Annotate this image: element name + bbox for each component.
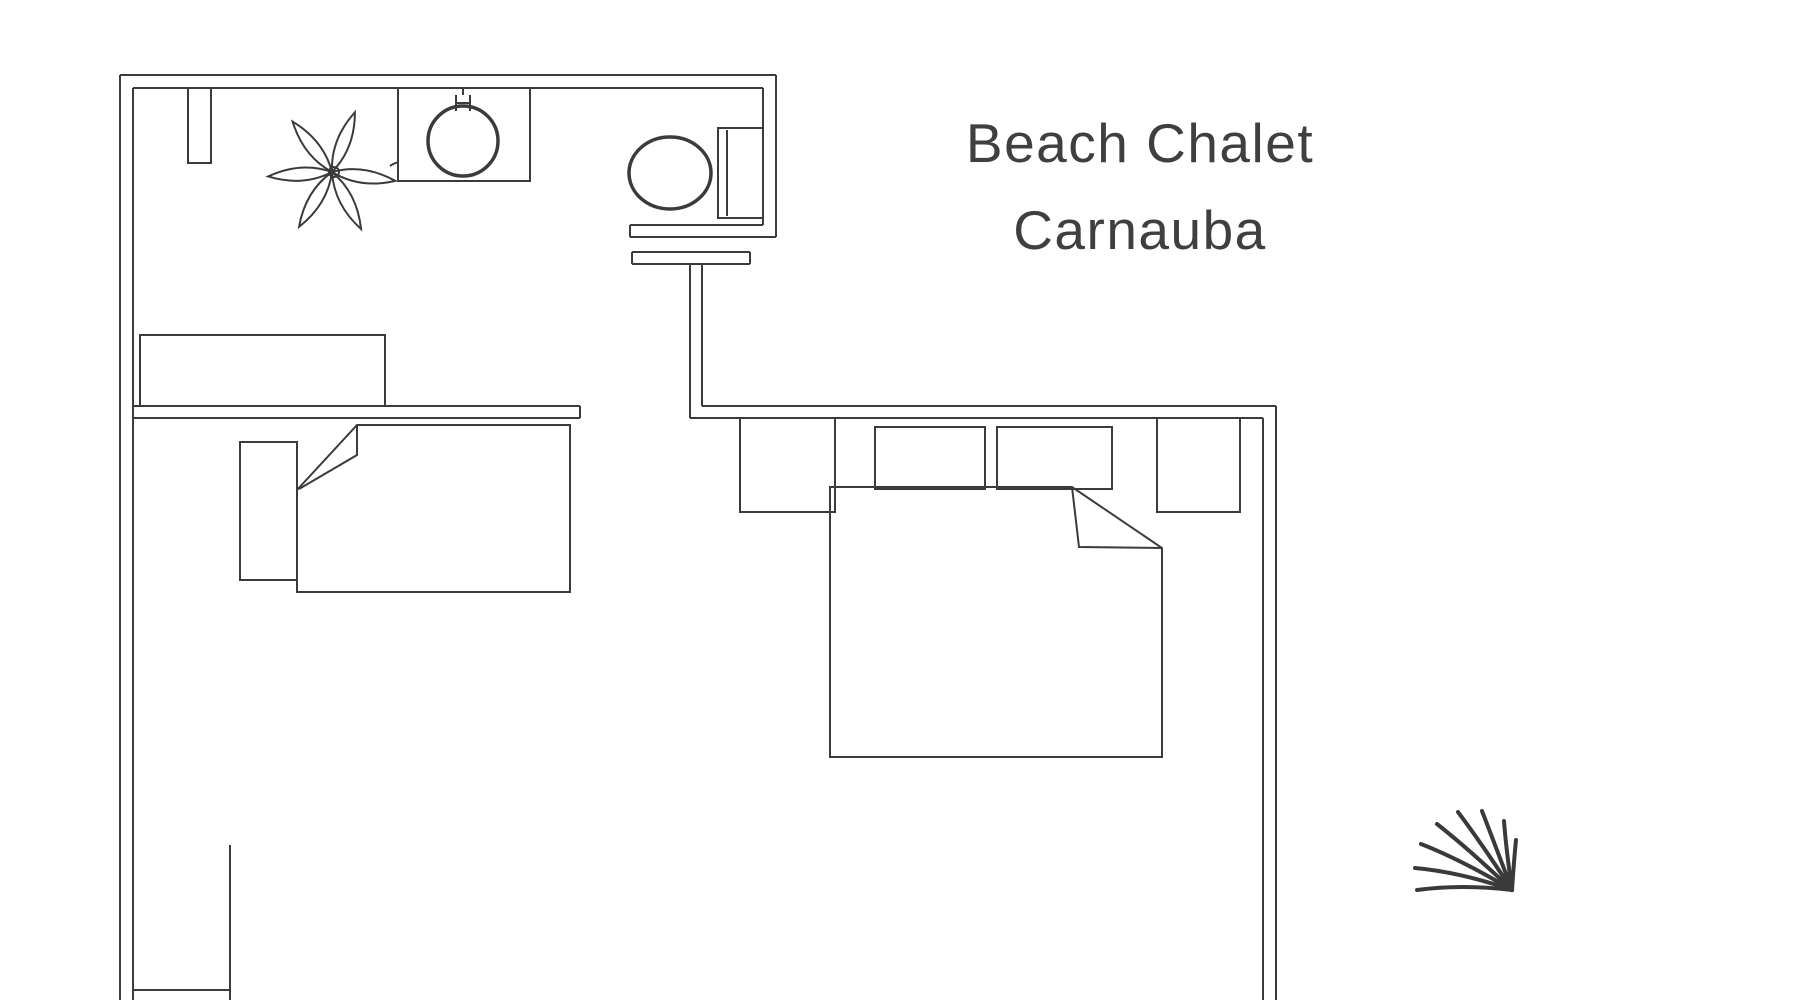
double-bed-fold	[1071, 486, 1163, 549]
sink-basin	[426, 104, 500, 178]
palm-frond-leaflet	[1435, 822, 1514, 892]
palm-frond-leaflet	[1419, 842, 1514, 892]
single-bedroom	[239, 424, 571, 593]
wall-interior-vertical	[689, 264, 703, 418]
palm-frond-leaflet	[1480, 809, 1514, 892]
plant-leaf	[265, 166, 335, 182]
nightstand-right	[1156, 417, 1241, 513]
wall-bathroom-bottom	[629, 224, 776, 238]
toilet	[627, 127, 764, 219]
plan-title-line1: Beach Chalet	[965, 112, 1315, 174]
palm-frond-leaflet	[1413, 866, 1514, 892]
toilet-bowl	[627, 135, 713, 211]
wardrobe-outline	[133, 845, 231, 1000]
single-bed-headboard	[239, 441, 298, 581]
plant-leaf	[329, 168, 399, 185]
vanity-sink	[397, 87, 531, 182]
wall-interior-short	[631, 251, 751, 265]
faucet-icon	[455, 88, 471, 111]
palm-frond-leaflet	[1456, 810, 1514, 892]
bathroom-fixtures	[187, 87, 764, 232]
wall-stub	[187, 87, 212, 164]
closet-counter	[139, 334, 386, 407]
nightstand-left	[739, 417, 836, 513]
single-bed	[296, 424, 571, 593]
plant-leaf	[290, 119, 334, 174]
plant-icon	[265, 109, 406, 232]
plant-leaf	[297, 169, 334, 230]
plant-leaf	[330, 169, 363, 232]
sink-counter	[397, 87, 531, 182]
pillow-left	[874, 426, 986, 490]
palm-frond-leaflet	[1415, 885, 1514, 892]
double-bedroom	[739, 417, 1241, 758]
double-bed	[829, 486, 1163, 758]
plant-center	[328, 166, 340, 178]
wall-middle-right	[690, 405, 1276, 419]
plan-title: Beach Chalet Carnauba	[900, 100, 1380, 274]
pillow-right	[996, 426, 1113, 490]
palm-frond-leaflet	[1510, 838, 1518, 892]
wall-middle-left	[133, 405, 581, 419]
palm-frond-icon	[1413, 809, 1518, 892]
plan-title-line2: Carnauba	[1013, 199, 1267, 261]
toilet-tank	[717, 127, 764, 219]
closet-counter-outline	[139, 334, 386, 407]
plant-leaf	[330, 109, 356, 175]
single-bed-fold	[298, 425, 358, 490]
